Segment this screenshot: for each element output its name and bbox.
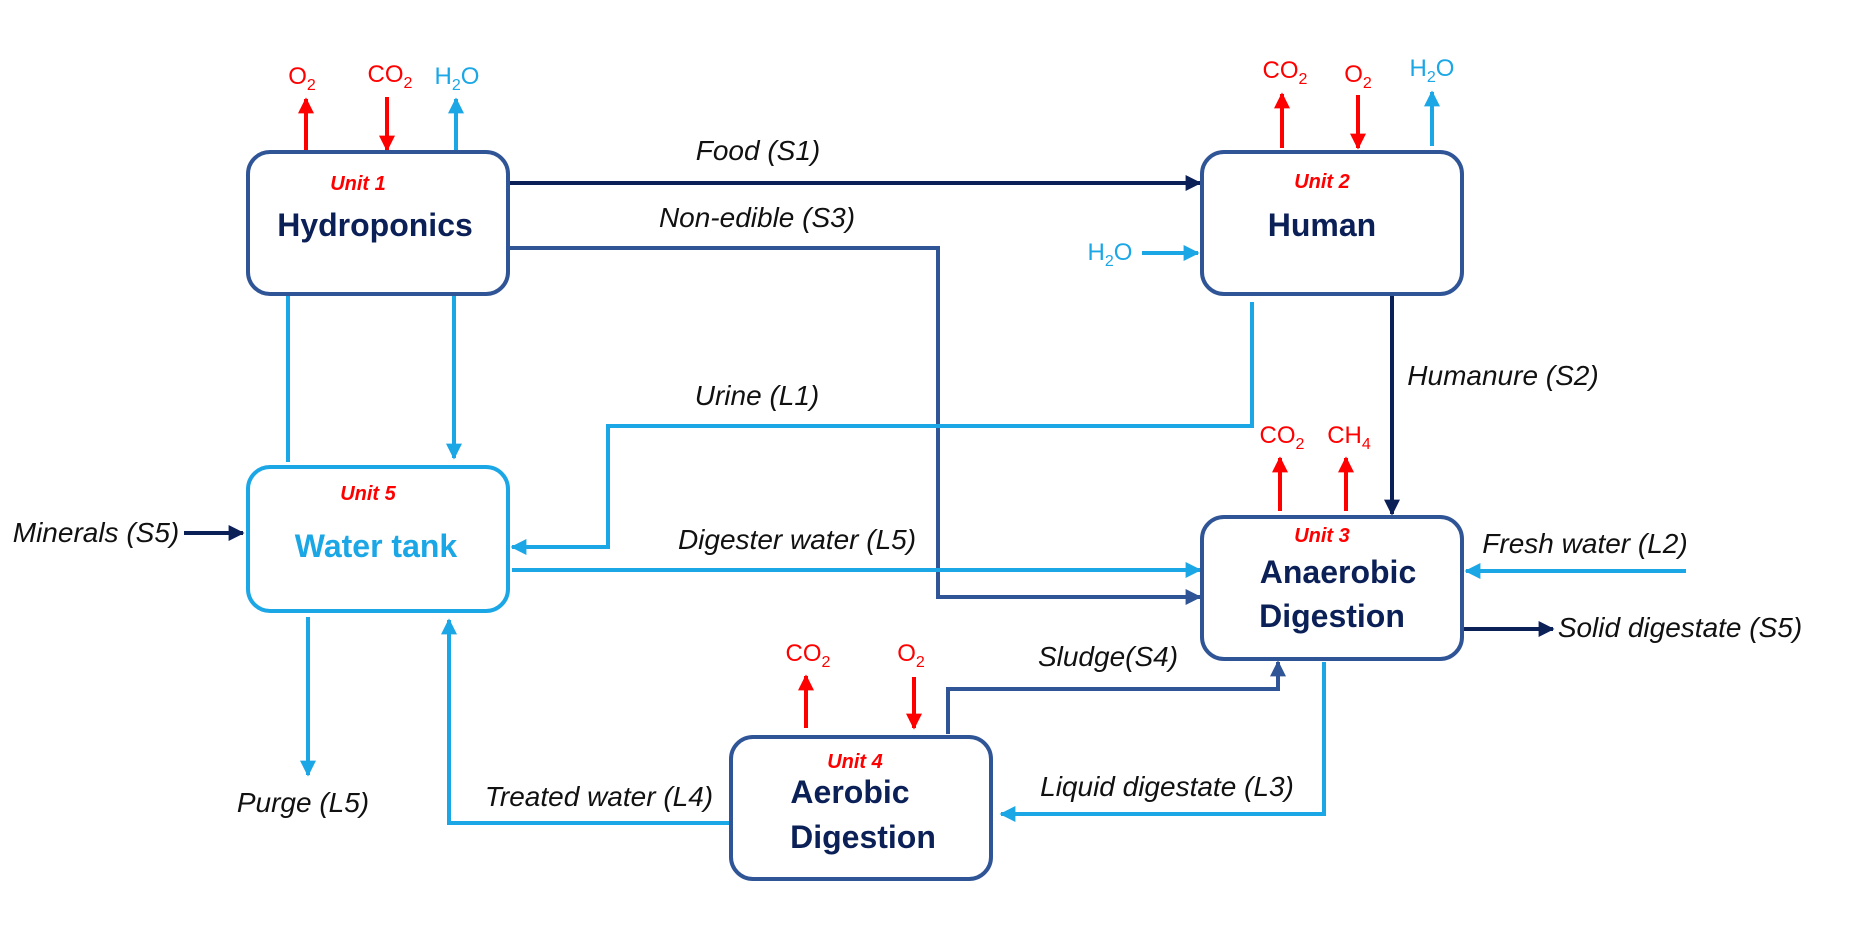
urine-flow-arrow [510,302,1254,555]
unit2-o2-label: O2 [1344,61,1372,92]
unit-human: Unit 2 Human [1200,150,1464,296]
unit2-h2o-in-label: H2O [1088,239,1133,270]
liquid-digestate-label: Liquid digestate (L3) [1040,771,1294,802]
humanure-label: Humanure (S2) [1407,360,1598,391]
non-edible-label: Non-edible (S3) [659,202,855,233]
treated-water-flow-arrow [441,618,729,825]
food-label: Food (S1) [696,135,821,166]
digester-water-label: Digester water (L5) [678,524,916,555]
non-edible-flow-arrow [510,246,1202,605]
unit-label: Unit 3 [1294,525,1350,547]
sludge-label: Sludge(S4) [1038,641,1178,672]
unit2-h2o-label: H2O [1410,55,1455,86]
water-tank-to-hydroponics-line [286,266,462,462]
unit2-co2-label: CO2 [1263,57,1308,88]
unit-aerobic-digestion: Unit 4 Aerobic Digestion [729,735,993,881]
unit-label: Unit 5 [340,483,396,505]
unit3-ch4-label: CH4 [1327,422,1371,453]
unit-label: Unit 4 [827,751,883,773]
unit-name-line1: Aerobic [790,774,909,810]
unit-name: Water tank [295,528,458,564]
urine-label: Urine (L1) [695,380,819,411]
unit-name-line2: Digestion [790,819,936,855]
unit1-o2-label: O2 [288,63,316,94]
purge-label: Purge (L5) [237,787,369,818]
minerals-label: Minerals (S5) [13,517,179,548]
unit-anaerobic-digestion: Unit 3 Anaerobic Digestion [1200,515,1464,661]
solid-digestate-label: Solid digestate (S5) [1558,612,1802,643]
fresh-water-label: Fresh water (L2) [1482,528,1687,559]
unit4-co2-label: CO2 [786,640,831,671]
unit-name: Hydroponics [277,207,473,243]
sludge-flow-arrow [946,660,1286,734]
unit-label: Unit 1 [330,173,386,195]
unit-name-line1: Anaerobic [1260,554,1416,590]
unit-name: Human [1268,207,1376,243]
unit-name-line2: Digestion [1259,598,1405,634]
treated-water-label: Treated water (L4) [485,781,713,812]
unit3-co2-label: CO2 [1260,422,1305,453]
unit-hydroponics: Unit 1 Hydroponics [246,150,510,296]
unit-label: Unit 2 [1294,171,1350,193]
unit1-h2o-label: H2O [435,63,480,94]
liquid-digestate-flow-arrow [999,662,1326,822]
unit1-co2-label: CO2 [368,61,413,92]
unit4-o2-label: O2 [897,640,925,671]
unit-water-tank: Unit 5 Water tank [246,465,510,613]
